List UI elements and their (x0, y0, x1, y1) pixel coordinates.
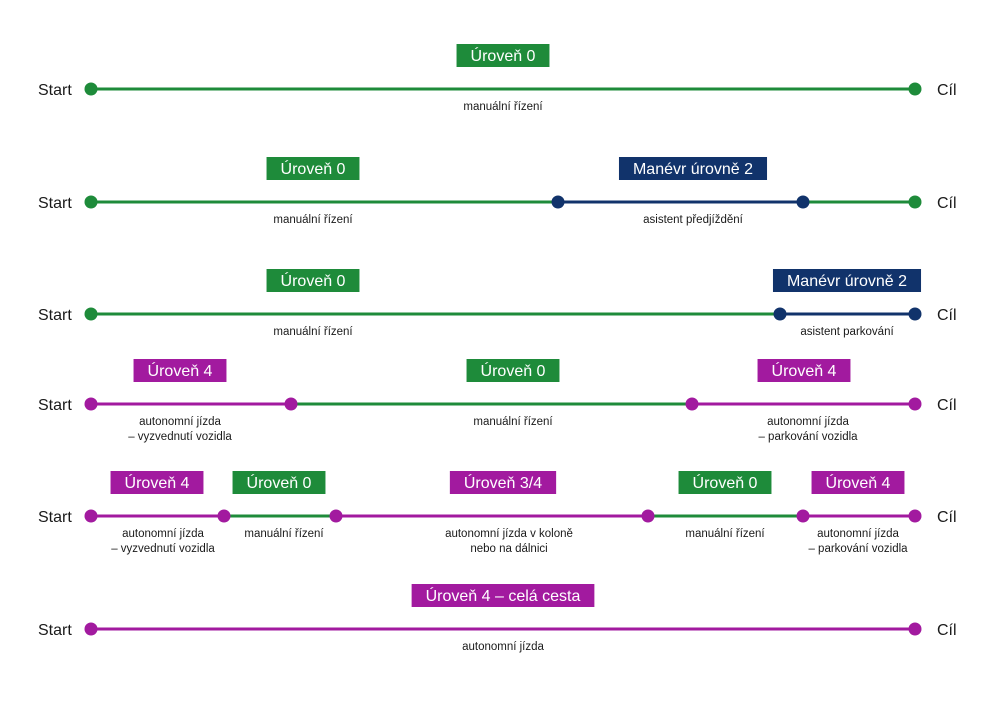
segment-description: manuální řízení (685, 528, 765, 540)
level-badge-label: Úroveň 0 (471, 46, 536, 65)
route-node (217, 509, 231, 523)
route-node (773, 307, 787, 321)
level-badge (266, 157, 360, 180)
level-badge-label: Úroveň 0 (693, 473, 758, 492)
route-node (908, 509, 922, 523)
timeline-row: Start Cíl Úroveň 0 manuální řízení (38, 44, 957, 113)
level-badge-label: Úroveň 0 (281, 159, 346, 178)
route-node (84, 397, 98, 411)
segment-description: asistent předjíždění (643, 214, 744, 226)
timeline-row: Start Cíl Úroveň 4 autonomní jízda – vyzvedn… (38, 471, 957, 555)
level-badge (266, 269, 360, 292)
route-node (796, 195, 810, 209)
level-badge-label: Úroveň 4 (826, 473, 891, 492)
level-badge (449, 471, 557, 494)
level-badge-label: Manévr úrovně 2 (787, 273, 907, 290)
segment-description: autonomní jízda (817, 528, 899, 540)
goal-label: Cíl (937, 82, 957, 99)
start-label: Start (38, 622, 72, 639)
goal-label: Cíl (937, 509, 957, 526)
level-badge-label: Úroveň 3/4 (464, 473, 542, 492)
route-node (685, 397, 699, 411)
route-node (908, 397, 922, 411)
level-badge-label: Úroveň 0 (281, 271, 346, 290)
level-badge (456, 44, 550, 67)
route-node (84, 509, 98, 523)
start-label: Start (38, 397, 72, 414)
level-badge-label: Úroveň 4 (148, 361, 213, 380)
level-badge (772, 269, 922, 292)
level-badge-label: Úroveň 0 (481, 361, 546, 380)
level-badge-label: Úroveň 0 (247, 473, 312, 492)
route-node (84, 195, 98, 209)
level-badge (678, 471, 772, 494)
segment-description: manuální řízení (473, 416, 553, 428)
level-badge (811, 471, 905, 494)
route-node (329, 509, 343, 523)
level-badge (411, 584, 595, 607)
level-badge-label: Úroveň 4 – celá cesta (426, 586, 581, 605)
level-badge (757, 359, 851, 382)
route-node (84, 622, 98, 636)
route-node (796, 509, 810, 523)
goal-label: Cíl (937, 195, 957, 212)
segment-description: manuální řízení (244, 528, 324, 540)
route-node (908, 307, 922, 321)
segment-description: – parkování vozidla (758, 431, 858, 443)
route-node (84, 307, 98, 321)
start-label: Start (38, 195, 72, 212)
segment-description: – vyzvednutí vozidla (128, 431, 232, 443)
goal-label: Cíl (937, 307, 957, 324)
timeline-row: Start Cíl Úroveň 4 autonomní jízda – vyzvedn… (38, 359, 957, 443)
route-node (284, 397, 298, 411)
level-badge-label: Úroveň 4 (125, 473, 190, 492)
level-badge-label: Manévr úrovně 2 (633, 161, 753, 178)
level-badge (133, 359, 227, 382)
timeline-row: Start Cíl Úroveň 0 manuální řízení Manévr úr… (38, 269, 957, 338)
segment-description: autonomní jízda (122, 528, 204, 540)
level-badge (466, 359, 560, 382)
segment-description: – vyzvednutí vozidla (111, 543, 215, 555)
segment-description: manuální řízení (273, 214, 353, 226)
route-node (641, 509, 655, 523)
timeline-row: Start Cíl Úroveň 4 – celá cesta autonomní j… (38, 584, 957, 653)
goal-label: Cíl (937, 397, 957, 414)
route-node (908, 195, 922, 209)
route-node (908, 622, 922, 636)
start-label: Start (38, 307, 72, 324)
level-badge (618, 157, 768, 180)
segment-description: nebo na dálnici (470, 543, 547, 555)
route-node (908, 82, 922, 96)
start-label: Start (38, 82, 72, 99)
start-label: Start (38, 509, 72, 526)
route-node (551, 195, 565, 209)
timeline-row: Start Cíl Úroveň 0 manuální řízení Manévr úr… (38, 157, 957, 226)
goal-label: Cíl (937, 622, 957, 639)
segment-description: asistent parkování (800, 326, 894, 338)
route-node (84, 82, 98, 96)
level-badge-label: Úroveň 4 (772, 361, 837, 380)
segment-description: manuální řízení (273, 326, 353, 338)
segment-description: autonomní jízda (767, 416, 849, 428)
level-badge (232, 471, 326, 494)
segment-description: autonomní jízda v koloně (445, 528, 573, 540)
segment-description: autonomní jízda (139, 416, 221, 428)
segment-description: autonomní jízda (462, 641, 544, 653)
segment-description: – parkování vozidla (808, 543, 908, 555)
segment-description: manuální řízení (463, 101, 543, 113)
level-badge (110, 471, 204, 494)
